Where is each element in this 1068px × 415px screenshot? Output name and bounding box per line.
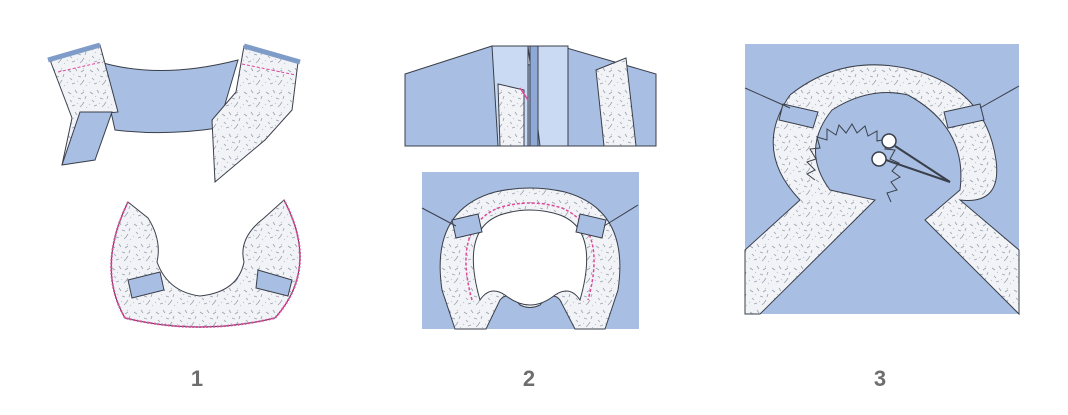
step-2-illustration — [404, 45, 657, 330]
step-label-1: 1 — [190, 366, 204, 391]
step-1-illustration — [47, 42, 301, 328]
neck-facing-attached — [421, 172, 639, 330]
step-3-illustration — [744, 44, 1020, 316]
neck-facing-piece — [110, 199, 301, 328]
clipped-neck-facing — [744, 64, 1020, 316]
garment-front-top — [404, 45, 657, 147]
step-label-2: 2 — [522, 366, 536, 391]
step-label-3: 3 — [873, 366, 887, 391]
scissors-icon — [871, 133, 951, 183]
bodice-piece — [47, 42, 301, 184]
